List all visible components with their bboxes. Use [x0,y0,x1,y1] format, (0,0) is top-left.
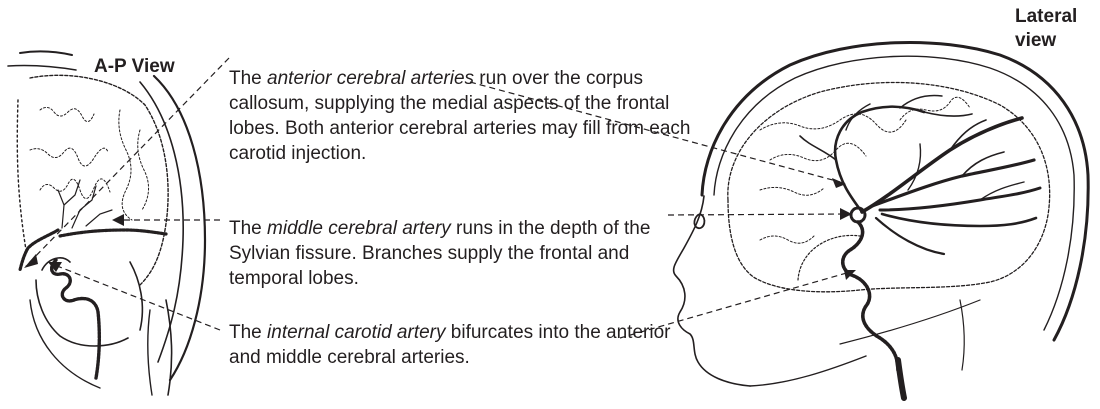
internal-carotid-term: internal carotid artery [267,322,445,343]
middle-cerebral-term: middle cerebral artery [267,218,451,239]
internal-carotid-description: The internal carotid artery bifurcates i… [229,320,699,370]
lateral-view-label: Lateral view [1015,5,1100,53]
lateral-view-drawing [674,42,1089,398]
description-text: The [229,218,267,239]
ap-view-drawing [8,51,205,395]
anterior-cerebral-description: The anterior cerebral arteries run over … [229,66,699,166]
description-text: The [229,68,267,89]
middle-cerebral-description: The middle cerebral artery runs in the d… [229,216,699,291]
ap-view-label: A-P View [94,55,175,79]
anterior-cerebral-term: anterior cerebral arteries [267,68,474,89]
description-text: The [229,322,267,343]
